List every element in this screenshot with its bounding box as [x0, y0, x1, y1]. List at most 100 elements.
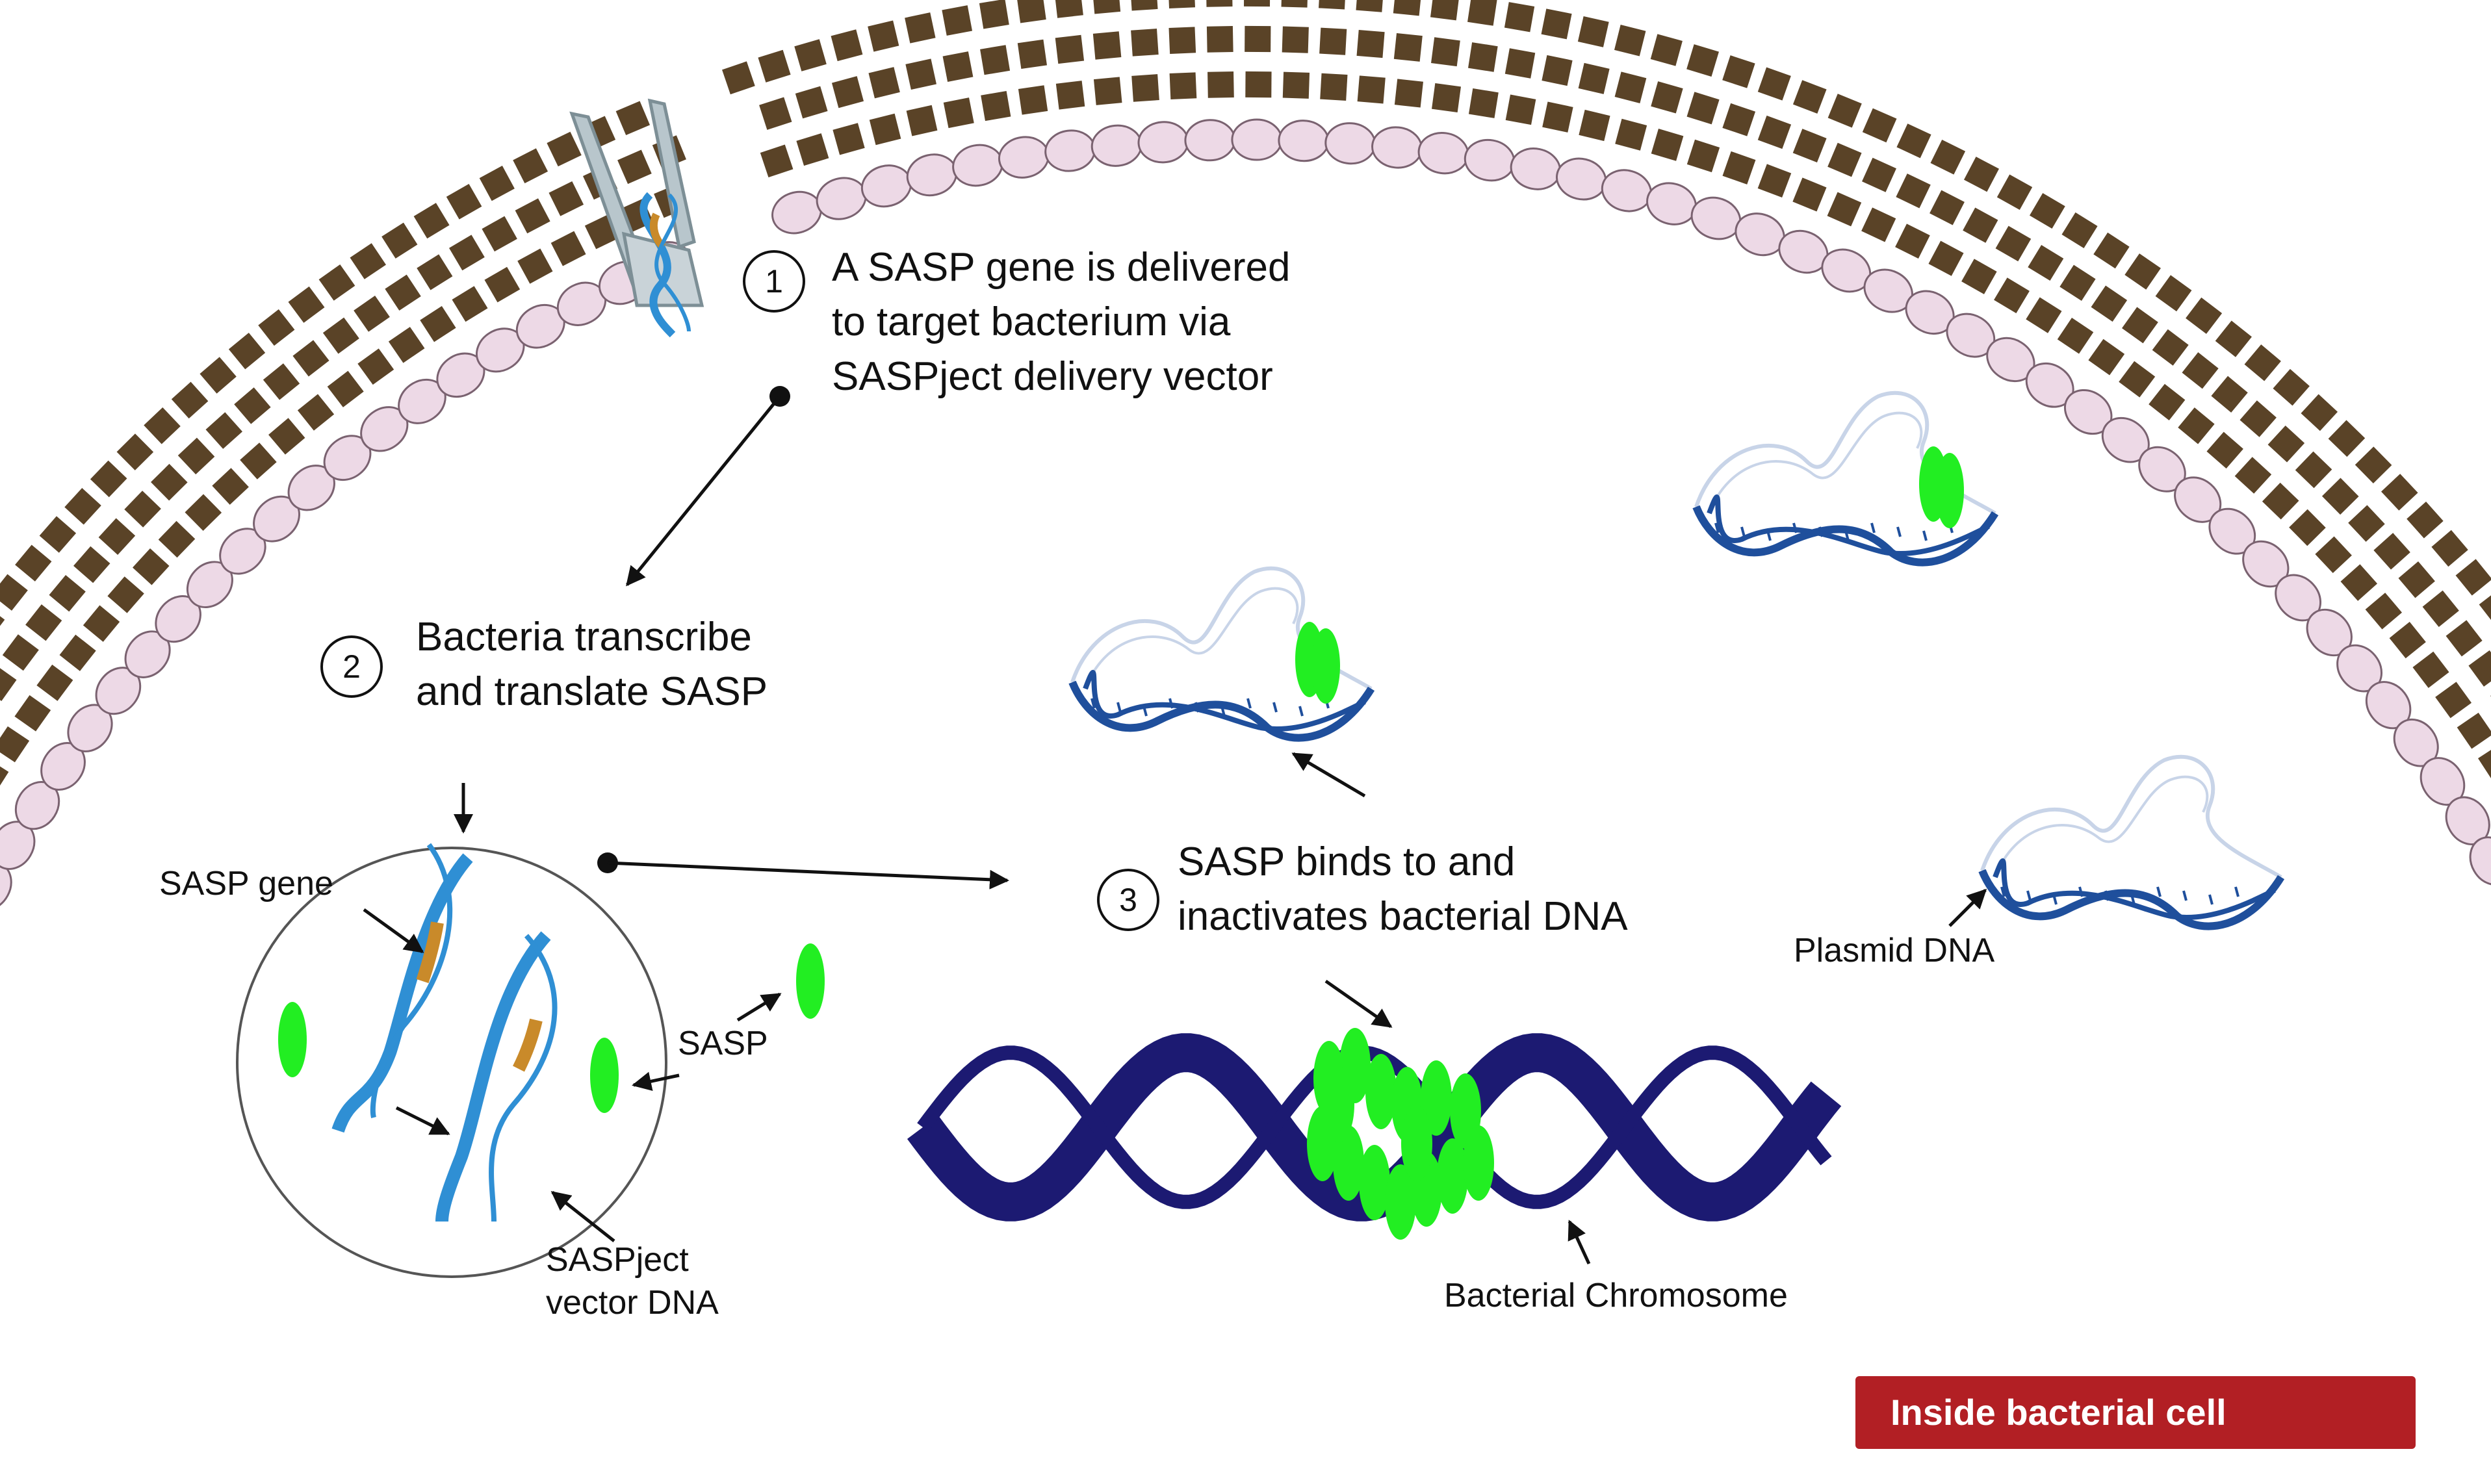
cell-wall-block-icon	[1320, 73, 1348, 101]
cell-wall-block-icon	[1722, 151, 1756, 185]
cell-wall-block-icon	[1093, 77, 1122, 105]
sasp-protein-icon	[1437, 1138, 1468, 1214]
cell-wall-block-icon	[185, 494, 222, 531]
step-number-badge: 2	[320, 635, 383, 698]
cell-wall-block-icon	[1319, 27, 1347, 55]
cell-wall-block-icon	[905, 12, 936, 44]
cell-wall-block-icon	[318, 264, 355, 301]
cell-wall-block-icon	[869, 113, 901, 146]
sasp-protein-icon	[1359, 1145, 1390, 1220]
inset-label-arrows	[363, 908, 782, 1242]
cell-wall-block-icon	[832, 123, 865, 155]
cell-wall-block-icon	[2030, 193, 2065, 229]
cell-wall-block-icon	[205, 412, 242, 449]
cell-wall-block-icon	[2435, 682, 2472, 719]
membrane-lipid-icon	[1278, 120, 1330, 162]
cell-wall-block-icon	[1722, 103, 1756, 136]
cell-wall-block-icon	[513, 148, 549, 184]
step-2-text: Bacteria transcribe and translate SASP	[416, 610, 768, 719]
cell-wall-block-icon	[1578, 62, 1610, 94]
cell-wall-block-icon	[1827, 94, 1862, 128]
cell-wall-block-icon	[2289, 509, 2326, 546]
step-line: SASPject delivery vector	[832, 354, 1273, 399]
cell-wall-block-icon	[1467, 0, 1497, 26]
cell-wall-block-icon	[1281, 0, 1308, 8]
cell-wall-block-icon	[2215, 320, 2252, 357]
cell-wall-block-icon	[258, 309, 295, 346]
cell-wall-block-icon	[49, 575, 86, 612]
cell-wall-block-icon	[1016, 0, 1046, 23]
cell-wall-block-icon	[617, 149, 652, 185]
cell-wall-block-icon	[760, 144, 794, 178]
cell-wall-block-icon	[2061, 212, 2098, 249]
cell-wall-block-icon	[1393, 32, 1423, 62]
cell-wall-block-icon	[212, 468, 249, 505]
cell-wall-block-icon	[1319, 0, 1347, 10]
cell-wall-block-icon	[0, 574, 28, 611]
cell-wall-block-icon	[794, 39, 827, 71]
cell-wall-block-icon	[413, 203, 450, 239]
cell-wall-block-icon	[479, 166, 515, 201]
cell-wall-block-icon	[25, 604, 62, 641]
expression-inset	[236, 783, 667, 1278]
cell-wall-block-icon	[943, 97, 974, 129]
step-number-badge: 1	[743, 250, 805, 313]
cell-wall-block-icon	[2422, 590, 2459, 627]
cell-wall-block-icon	[1017, 39, 1047, 70]
cell-wall-block-icon	[2091, 285, 2128, 322]
cell-wall-block-icon	[2348, 505, 2385, 542]
cell-wall-block-icon	[1206, 0, 1233, 7]
cell-wall-block-icon	[2478, 744, 2491, 780]
sasp-gene-vector-dna	[331, 843, 558, 1222]
cell-wall-block-icon	[1757, 115, 1792, 149]
cell-wall-block-icon	[1357, 75, 1386, 104]
cell-wall-block-icon	[2267, 425, 2305, 463]
cell-wall-block-icon	[1792, 80, 1827, 114]
cell-wall-block-icon	[2398, 561, 2435, 598]
cell-wall-block-icon	[1394, 79, 1423, 108]
step-line: and translate SASP	[416, 669, 768, 714]
membrane-lipid-icon	[1044, 129, 1096, 172]
cell-wall-block-icon	[417, 254, 453, 290]
step-line: A SASP gene is delivered	[832, 245, 1291, 290]
cell-wall-block-icon	[0, 758, 9, 794]
cell-wall-block-icon	[90, 460, 127, 498]
cell-wall-block-icon	[868, 20, 899, 52]
cell-wall-block-icon	[1055, 81, 1085, 110]
cell-wall-block-icon	[14, 695, 51, 732]
cell-wall-block-icon	[1245, 71, 1272, 98]
cell-wall-block-icon	[124, 491, 161, 528]
cell-wall-block-icon	[2122, 307, 2158, 344]
cell-wall-block-icon	[2149, 383, 2186, 421]
cell-wall-block-icon	[59, 634, 96, 671]
cell-wall-block-icon	[1930, 190, 1965, 225]
pointer-arrows	[1291, 752, 1987, 1265]
cell-wall-block-icon	[1961, 259, 1997, 294]
sasp-protein-icon	[1935, 453, 1964, 528]
badge-text: Inside bacterial cell	[1891, 1392, 2226, 1433]
cell-wall-block-icon	[83, 605, 120, 642]
cell-wall-block-icon	[2155, 275, 2192, 312]
cell-wall-block-icon	[1282, 71, 1310, 99]
cell-wall-block-icon	[1614, 25, 1646, 57]
cell-wall-block-icon	[980, 45, 1011, 75]
cell-wall-block-icon	[39, 516, 77, 553]
cell-wall-block-icon	[759, 97, 792, 130]
cell-wall-block-icon	[381, 222, 418, 259]
cell-wall-block-icon	[1579, 109, 1610, 142]
membrane-lipid-icon	[1464, 138, 1516, 182]
cell-wall-block-icon	[357, 348, 394, 385]
label-sasp-gene: SASP gene	[159, 865, 333, 902]
step-line: to target bacterium via	[832, 300, 1231, 344]
cell-wall-block-icon	[327, 370, 364, 407]
cell-wall-block-icon	[132, 548, 170, 585]
cell-wall-block-icon	[2457, 712, 2491, 749]
cell-wall-block-icon	[1651, 81, 1683, 114]
cell-wall-block-icon	[2407, 502, 2444, 539]
cell-wall-block-icon	[517, 248, 553, 284]
step-line: SASP binds to and	[1178, 839, 1516, 884]
cell-wall-block-icon	[144, 407, 181, 444]
cell-wall-block-icon	[2446, 620, 2483, 657]
cell-wall-block-icon	[1686, 44, 1719, 77]
